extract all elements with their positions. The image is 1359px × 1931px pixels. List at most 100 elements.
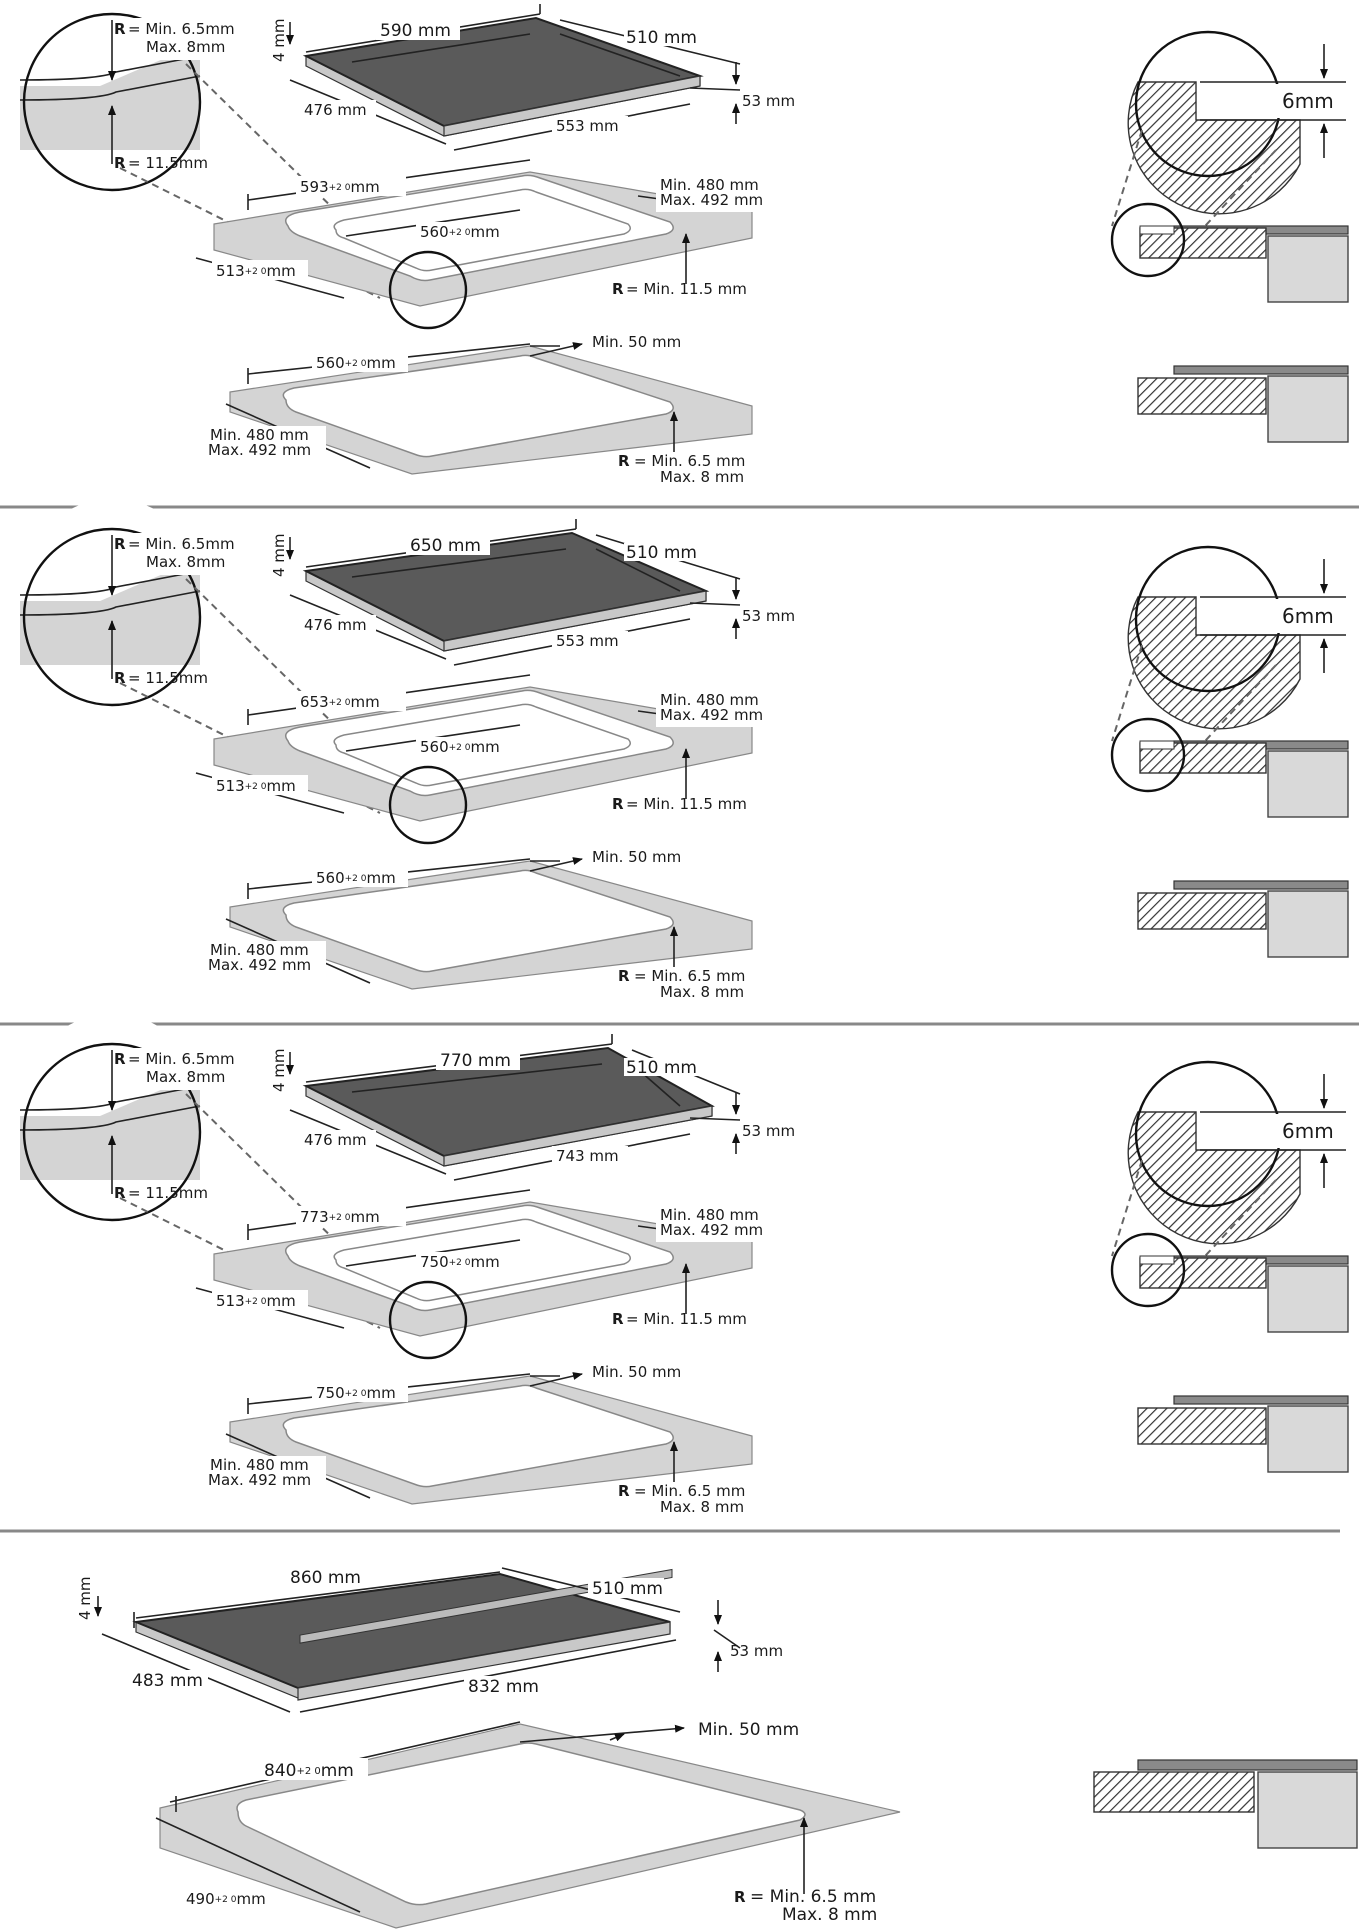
detail-circle — [388, 250, 468, 330]
r-symbol: R — [114, 1050, 126, 1068]
cabinet — [1267, 1405, 1349, 1473]
profile-hatch — [1127, 596, 1301, 730]
value: 560 — [316, 354, 345, 372]
tolerance: +2 0 — [449, 1258, 471, 1268]
flush-depth-label: 513+2 0mm — [216, 777, 296, 795]
surface-radius-label: = Min. 6.5 mm — [634, 1482, 745, 1500]
profile-bg — [1140, 14, 1301, 100]
detail-radius-top-max-label: Max. 8mm — [146, 38, 225, 56]
dim-line — [135, 1571, 501, 1619]
rebate — [1139, 225, 1175, 235]
worktop-section — [1137, 1407, 1267, 1445]
gap-box — [1202, 599, 1350, 633]
hob-recess — [595, 548, 681, 592]
detail-circle — [22, 12, 202, 192]
detail-radius-top-max-label: Max. 8mm — [146, 553, 225, 571]
flush-inner-label: 750+2 0mm — [420, 1253, 500, 1271]
dashed-leader — [1111, 644, 1143, 742]
detail-circle — [1110, 202, 1186, 278]
r-symbol: R — [612, 1310, 624, 1328]
hob-height-label: 53 mm — [730, 1642, 783, 1660]
surface-profile — [1137, 365, 1349, 443]
flush-max-label: Max. 492 mm — [660, 191, 763, 209]
label-bg — [552, 631, 628, 649]
surface-profile — [1137, 880, 1349, 958]
label-bg — [656, 176, 776, 212]
label-bg — [624, 28, 700, 46]
flush-width-label: 773+2 0mm — [300, 1208, 380, 1226]
dim-line — [155, 1817, 361, 1913]
label-bg — [212, 775, 308, 795]
hob-bottom-label: 743 mm — [556, 1147, 619, 1165]
detail-edge — [19, 590, 201, 616]
label-bg — [656, 691, 776, 727]
unit: mm — [367, 354, 396, 372]
surface-radius-max-label: Max. 8 mm — [660, 1498, 744, 1516]
label-bg — [624, 543, 700, 561]
cabinet — [1267, 235, 1349, 303]
dashed-leader — [1191, 149, 1277, 241]
unit: mm — [471, 738, 500, 756]
value: 773 — [300, 1208, 329, 1226]
surface-radius-max-label: Max. 8 mm — [782, 1905, 877, 1925]
label-bg — [416, 1252, 516, 1272]
label-bg — [114, 533, 250, 575]
cutout — [282, 869, 674, 973]
r-symbol: R — [618, 967, 630, 985]
profile-hatch — [1127, 1111, 1301, 1245]
hob-plate — [1173, 880, 1349, 890]
r-symbol: R — [114, 20, 126, 38]
detail-panel — [20, 1086, 200, 1180]
value: 560 — [420, 738, 449, 756]
detail-circle — [22, 1042, 202, 1222]
surface-max-label: Max. 492 mm — [208, 441, 311, 459]
hob-front — [443, 590, 707, 652]
label-bg — [302, 1130, 376, 1148]
label-bg — [296, 691, 406, 711]
surface-max-label: Max. 492 mm — [208, 1471, 311, 1489]
dim-line — [689, 87, 741, 91]
flush-inner-label: 560+2 0mm — [420, 223, 500, 241]
tolerance: +2 0 — [329, 1213, 351, 1223]
flush-width-label: 593+2 0mm — [300, 178, 380, 196]
arrow — [529, 1372, 583, 1387]
value: 513 — [216, 777, 245, 795]
r-symbol: R — [612, 795, 624, 813]
detail-radius-bottom-label: = 11.5mm — [128, 154, 208, 172]
unit: mm — [471, 1253, 500, 1271]
label-bg — [406, 535, 490, 555]
worktop-section — [1137, 892, 1267, 930]
surface-min-label: Min. 480 mm — [210, 941, 309, 959]
hob-side-label: 476 mm — [304, 616, 367, 634]
detail-circle — [1110, 717, 1186, 793]
value: 560 — [420, 223, 449, 241]
hob-height-label: 53 mm — [742, 607, 795, 625]
label-bg — [206, 426, 326, 462]
flush-depth-label: 513+2 0mm — [216, 262, 296, 280]
value: 653 — [300, 693, 329, 711]
hob-plate — [1173, 365, 1349, 375]
surface-min-label: Min. 480 mm — [210, 426, 309, 444]
unit: mm — [367, 1384, 396, 1402]
hob-bottom-label: 553 mm — [556, 117, 619, 135]
label-bg — [312, 352, 408, 372]
cabinet — [1267, 750, 1349, 818]
label-bg — [552, 1146, 628, 1164]
surface-max-label: Max. 492 mm — [208, 956, 311, 974]
hob-thickness-label: 4 mm — [76, 1576, 94, 1620]
worktop-section — [1137, 377, 1267, 415]
hob-bottom-label: 553 mm — [556, 632, 619, 650]
rebate — [1139, 1255, 1175, 1265]
surface-radius-label: = Min. 6.5 mm — [634, 452, 745, 470]
cutout — [282, 1384, 674, 1488]
hob-height-label: 53 mm — [742, 1122, 795, 1140]
hob-recess — [351, 33, 531, 63]
label-bg — [206, 941, 326, 977]
label-bg — [552, 116, 628, 134]
